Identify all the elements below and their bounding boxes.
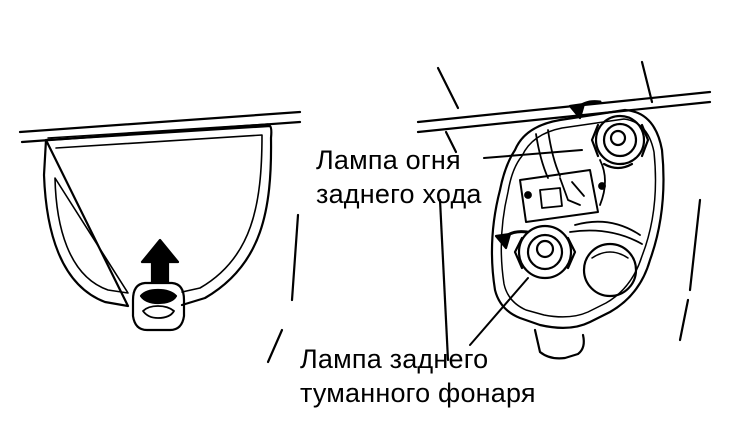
- fog-lamp-label: Лампа заднего туманного фонаря: [300, 342, 536, 410]
- wiring-harness: [519, 129, 643, 245]
- reverse-lamp-socket: [590, 114, 650, 170]
- reverse-lamp-label-line1: Лампа огня: [316, 145, 461, 175]
- reverse-lamp-label-line2: заднего хода: [316, 179, 482, 209]
- fog-lamp-label-line1: Лампа заднего: [300, 344, 489, 374]
- right-lamp-housing: [416, 60, 712, 362]
- left-trim-panel: [18, 110, 302, 364]
- reverse-lamp-label: Лампа огня заднего хода: [316, 143, 482, 211]
- arrow-up-icon: [140, 238, 180, 284]
- lid-finger-pull: [131, 281, 186, 332]
- fog-lamp-socket: [513, 224, 577, 280]
- lamp-opening: [582, 242, 638, 298]
- leader-lines: [469, 149, 583, 346]
- fog-lamp-label-line2: туманного фонаря: [300, 378, 536, 408]
- curved-arrow-icon: [494, 100, 602, 250]
